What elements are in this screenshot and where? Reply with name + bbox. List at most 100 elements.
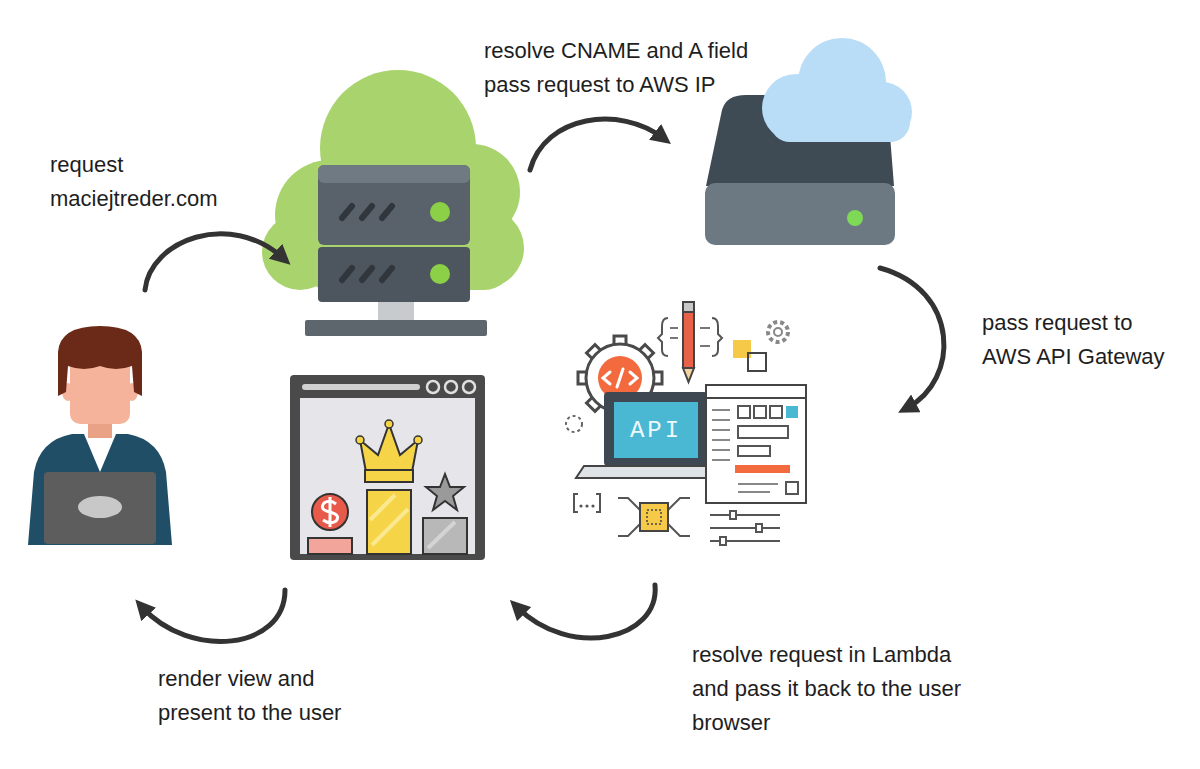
api-illustration-part (566, 416, 582, 432)
api-illustration-part-part (712, 449, 730, 451)
api-illustration-part-part (668, 524, 690, 536)
browser-window-part (360, 424, 418, 472)
browser-window-part (463, 381, 475, 393)
browser-window-part (308, 538, 352, 554)
api-illustration-part-part (738, 426, 788, 438)
api-illustration-part (738, 406, 798, 494)
cycle-arrows (142, 119, 944, 641)
api-illustration-part-part (579, 504, 582, 507)
api-illustration-part-part (712, 419, 730, 421)
step-label: render view and present to the user (158, 662, 388, 730)
dns-server-part (318, 165, 470, 183)
browser-window-part (302, 384, 420, 390)
user-figure-part (78, 496, 122, 518)
api-illustration-part (579, 504, 594, 507)
browser-window-part (428, 522, 455, 548)
api-illustration-part (574, 494, 600, 512)
dns-server-part (342, 206, 392, 280)
browser-window-part (445, 381, 457, 393)
api-illustration-part-part (738, 406, 750, 418)
api-illustration-part (735, 465, 790, 473)
api-illustration-part (683, 302, 694, 312)
node-text: API (630, 417, 682, 444)
user-figure-part (58, 326, 142, 396)
user-figure-part (44, 472, 156, 544)
dns-server-part-part (342, 206, 352, 218)
api-illustration (566, 302, 806, 545)
api-illustration-part-part (770, 406, 782, 418)
api-illustration-part (786, 406, 798, 418)
api-illustration-part (670, 328, 710, 346)
browser-window-part (365, 470, 413, 482)
api-illustration-part-part (591, 504, 594, 507)
api-illustration-part-part (668, 498, 690, 510)
browser-window-part (312, 494, 348, 530)
api-illustration-part-part (786, 482, 798, 494)
dns-server-part (305, 320, 487, 336)
browser-window-part (427, 381, 439, 393)
dns-server-part-part (362, 206, 372, 218)
api-illustration-part-part (738, 483, 778, 485)
api-illustration-part-part (585, 504, 588, 507)
dns-server-part (430, 264, 450, 284)
dns-server-part-part (382, 206, 392, 218)
api-illustration-part (603, 369, 637, 387)
api-illustration-part (774, 328, 782, 336)
api-illustration-part (640, 503, 668, 531)
api-illustration-part-part (710, 527, 780, 529)
cycle-arrows-part (517, 585, 655, 638)
browser-window-part (423, 518, 467, 554)
browser-window-part (370, 495, 408, 545)
api-illustration-part-part (700, 327, 710, 329)
dns-server-part (318, 165, 470, 245)
api-illustration-part (748, 353, 766, 371)
api-illustration-part (618, 498, 690, 536)
browser-window-part-part (372, 509, 408, 545)
api-illustration-part (706, 385, 806, 503)
api-illustration-part (604, 392, 708, 466)
dns-server-part (318, 247, 470, 302)
api-illustration-part (720, 511, 762, 545)
step-label: pass request to AWS API Gateway (982, 306, 1177, 374)
browser-window-part-part (370, 495, 395, 520)
step-label: resolve request in Lambda and pass it ba… (692, 638, 962, 740)
dns-server-part (378, 302, 414, 322)
user-figure (28, 326, 172, 545)
api-illustration-part-part (618, 524, 640, 536)
api-illustration-part-part (756, 524, 762, 532)
browser-window-part (385, 420, 393, 428)
api-illustration-part (712, 410, 778, 492)
user-figure-part (28, 434, 172, 545)
api-illustration-part (706, 397, 806, 399)
browser-window-part (367, 490, 411, 554)
api-illustration-part-part (730, 511, 736, 519)
api-illustration-part-part (712, 429, 730, 431)
api-illustration-part-part (670, 327, 678, 329)
api-screen: API (614, 402, 698, 458)
api-illustration-part (683, 368, 694, 382)
cycle-arrows-part (880, 268, 944, 408)
cycle-arrows-part (530, 119, 663, 170)
aws-drive-part (847, 210, 863, 226)
step-label: request maciejtreder.com (50, 148, 235, 216)
api-illustration-part-part (618, 498, 640, 510)
api-illustration-part-part (738, 446, 770, 456)
api-illustration-part-part (738, 491, 770, 493)
api-illustration-part-part (712, 409, 730, 411)
api-illustration-part-part (710, 514, 780, 516)
cycle-arrows-part (145, 234, 283, 290)
user-figure-part (84, 434, 116, 472)
browser-window-part (356, 436, 364, 444)
api-illustration-part-part (754, 406, 766, 418)
api-illustration-part-part (720, 537, 726, 545)
aws-drive (705, 38, 912, 245)
browser-window-part (300, 398, 475, 554)
api-illustration-part-part (712, 459, 730, 461)
aws-drive-part (705, 183, 895, 245)
dns-server (262, 70, 524, 336)
api-illustration-part (768, 322, 788, 342)
api-illustration-part-part (700, 345, 710, 347)
api-illustration-part (658, 318, 722, 356)
